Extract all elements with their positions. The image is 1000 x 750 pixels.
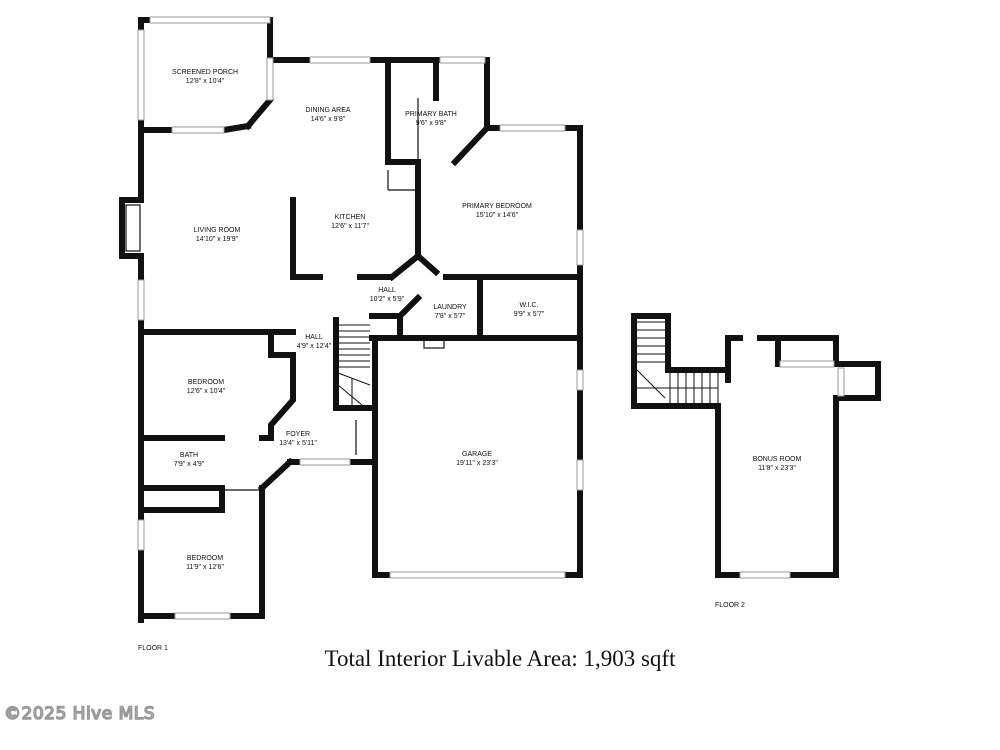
- room-size: 11'8" x 23'3": [758, 465, 796, 472]
- room-name: PRIMARY BEDROOM: [462, 203, 532, 210]
- room-name: GARAGE: [462, 451, 492, 458]
- room-size: 19'11" x 23'3": [456, 460, 498, 467]
- room-size: 12'6" x 11'7": [331, 223, 369, 230]
- room-name: BATH: [179, 452, 199, 459]
- room-name: HALL: [305, 334, 323, 341]
- floor-1-label: FLOOR 1: [138, 645, 168, 652]
- room-size: 4'9" x 12'4": [296, 343, 332, 350]
- floor-1-stairs: [333, 317, 375, 411]
- floor-2-windows: [739, 360, 845, 579]
- room-size: 14'10" x 19'9": [195, 236, 239, 243]
- room-size: 10'2" x 5'9": [369, 296, 405, 303]
- room-label-bonus-room: BONUS ROOM 11'8" x 23'3": [753, 455, 802, 473]
- room-size: 11'9" x 12'6": [186, 564, 224, 571]
- room-size: 15'10" x 14'6": [475, 212, 519, 219]
- room-label-bedroom-2: BEDROOM 11'9" x 12'6": [186, 554, 224, 572]
- watermark: ©2025 Hive MLS: [3, 703, 156, 725]
- room-label-wic: W.I.C. 9'9" x 5'7": [514, 301, 545, 319]
- room-size: 7'8" x 5'7": [434, 313, 466, 320]
- room-size: 14'6" x 9'8": [310, 116, 346, 123]
- floor-2-walls: [631, 313, 881, 578]
- room-label-hall: HALL 10'2" x 5'9": [370, 286, 405, 304]
- room-label-laundry: LAUNDRY 7'8" x 5'7": [433, 303, 466, 321]
- room-name: W.I.C.: [519, 302, 539, 309]
- room-size: 12'8" x 10'4": [185, 78, 225, 85]
- floor-2-stairs: [636, 321, 719, 403]
- room-name: FOYER: [285, 431, 311, 438]
- room-size: 9'9" x 5'7": [513, 311, 545, 318]
- room-size: 7'9" x 4'9": [173, 461, 205, 468]
- room-label-primary-bath: PRIMARY BATH 9'6" x 9'8": [405, 110, 457, 128]
- room-name: PRIMARY BATH: [405, 111, 457, 118]
- room-label-garage: GARAGE 19'11" x 23'3": [456, 450, 498, 468]
- room-name: DINING AREA: [305, 107, 351, 114]
- room-size: 13'4" x 5'11": [279, 440, 317, 447]
- total-area: Total Interior Livable Area: 1,903 sqft: [324, 646, 676, 671]
- room-label-primary-bedroom: PRIMARY BEDROOM 15'10" x 14'6": [462, 202, 532, 220]
- room-name: SCREENED PORCH: [171, 69, 239, 76]
- room-label-dining-area: DINING AREA 14'6" x 9'8": [305, 106, 350, 124]
- room-label-living-room: LIVING ROOM 14'10" x 19'9": [194, 226, 241, 244]
- room-label-kitchen: KITCHEN 12'6" x 11'7": [331, 213, 369, 231]
- room-name: KITCHEN: [334, 214, 366, 221]
- room-label-screened-porch: SCREENED PORCH 12'8" x 10'4": [172, 68, 238, 86]
- floor-2-label: FLOOR 2: [715, 602, 745, 609]
- room-label-bath: BATH 7'9" x 4'9": [174, 451, 205, 469]
- room-size: 9'6" x 9'8": [415, 120, 447, 127]
- room-label-bedroom: BEDROOM 12'6" x 10'4": [187, 378, 225, 396]
- floor-1-windows: [137, 16, 584, 620]
- room-label-hall-2: HALL 4'9" x 12'4": [297, 333, 332, 351]
- floor-1-interior: [125, 98, 445, 491]
- room-name: HALL: [378, 287, 396, 294]
- room-size: 12'6" x 10'4": [186, 388, 226, 395]
- room-name: LAUNDRY: [433, 304, 467, 311]
- room-name: BEDROOM: [186, 555, 224, 562]
- room-name: BEDROOM: [187, 379, 225, 386]
- floor-1-walls: [119, 17, 583, 623]
- room-name: BONUS ROOM: [752, 456, 802, 463]
- room-label-foyer: FOYER 13'4" x 5'11": [279, 430, 317, 448]
- room-name: LIVING ROOM: [193, 227, 241, 234]
